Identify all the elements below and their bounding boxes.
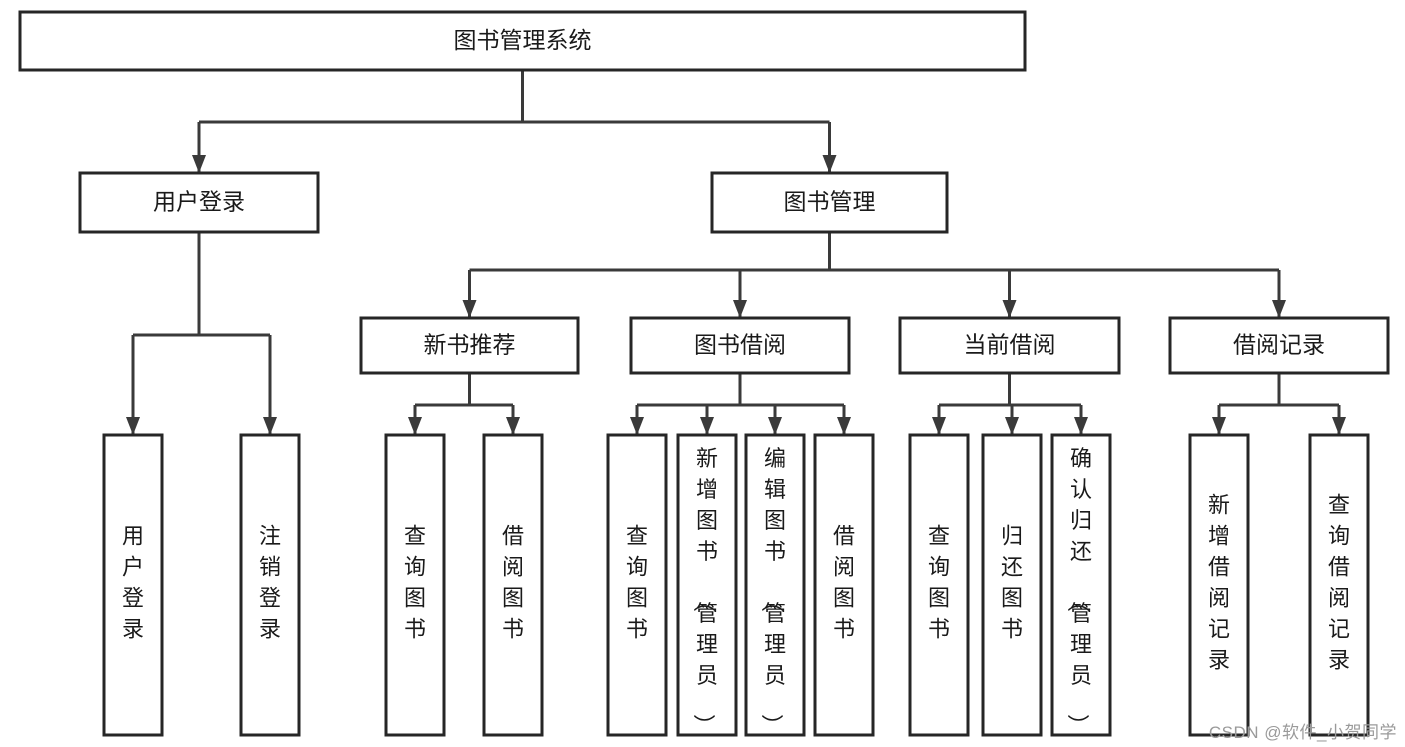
- arrow-head-icon: [822, 155, 837, 173]
- node-leaf-query-book-3[interactable]: 查询图书: [908, 433, 970, 737]
- node-box-current-borrow[interactable]: [898, 316, 1121, 375]
- arrow-head-icon: [408, 417, 422, 435]
- node-label-leaf-borrow-book-1: 借阅图书: [502, 524, 524, 642]
- node-leaf-add-record[interactable]: 新增借阅记录: [1188, 433, 1250, 737]
- arrow-head-icon: [932, 417, 946, 435]
- arrow-head-icon: [263, 417, 277, 435]
- node-box-user-login[interactable]: [78, 171, 320, 234]
- node-label-leaf-confirm-return: 确认归还（管理员）: [1065, 446, 1092, 736]
- node-leaf-user-logout[interactable]: 注销登录: [239, 433, 301, 737]
- node-leaf-borrow-book-1[interactable]: 借阅图书: [482, 433, 544, 737]
- node-layer: 图书管理系统用户登录图书管理新书推荐图书借阅当前借阅借阅记录用户登录注销登录查询…: [18, 10, 1390, 737]
- node-leaf-add-book[interactable]: 新增图书（管理员）: [676, 433, 738, 737]
- node-label-leaf-query-book-2: 查询图书: [626, 524, 648, 642]
- node-label-leaf-query-book-1: 查询图书: [404, 524, 426, 642]
- node-label-user-login: 用户登录: [153, 189, 245, 215]
- node-book-manage[interactable]: 图书管理: [710, 171, 949, 234]
- node-leaf-query-record[interactable]: 查询借阅记录: [1308, 433, 1370, 737]
- node-new-book-rec[interactable]: 新书推荐: [359, 316, 580, 375]
- node-leaf-edit-book[interactable]: 编辑图书（管理员）: [744, 433, 806, 737]
- node-box-book-borrow[interactable]: [629, 316, 851, 375]
- arrow-head-icon: [126, 417, 140, 435]
- node-box-leaf-edit-book[interactable]: [744, 433, 806, 737]
- node-borrow-record[interactable]: 借阅记录: [1168, 316, 1390, 375]
- node-label-root: 图书管理系统: [454, 27, 592, 53]
- node-box-leaf-query-record[interactable]: [1308, 433, 1370, 737]
- connector-layer: [126, 70, 1346, 435]
- arrow-head-icon: [1002, 300, 1017, 318]
- node-label-book-borrow: 图书借阅: [694, 332, 786, 358]
- node-leaf-query-book-1[interactable]: 查询图书: [384, 433, 446, 737]
- arrow-head-icon: [462, 300, 477, 318]
- node-box-leaf-borrow-book-1[interactable]: [482, 433, 544, 737]
- arrow-head-icon: [1332, 417, 1346, 435]
- arrow-head-icon: [1074, 417, 1088, 435]
- node-box-borrow-record[interactable]: [1168, 316, 1390, 375]
- node-label-leaf-edit-book: 编辑图书（管理员）: [759, 446, 786, 736]
- node-box-leaf-borrow-book-2[interactable]: [813, 433, 875, 737]
- arrow-head-icon: [1212, 417, 1226, 435]
- node-label-borrow-record: 借阅记录: [1233, 332, 1325, 358]
- node-leaf-confirm-return[interactable]: 确认归还（管理员）: [1050, 433, 1112, 737]
- node-leaf-query-book-2[interactable]: 查询图书: [606, 433, 668, 737]
- node-box-leaf-add-book[interactable]: [676, 433, 738, 737]
- node-label-leaf-query-record: 查询借阅记录: [1328, 493, 1350, 673]
- arrow-head-icon: [768, 417, 782, 435]
- arrow-head-icon: [733, 300, 747, 318]
- node-leaf-return-book[interactable]: 归还图书: [981, 433, 1043, 737]
- node-user-login[interactable]: 用户登录: [78, 171, 320, 234]
- node-box-leaf-add-record[interactable]: [1188, 433, 1250, 737]
- arrow-head-icon: [1272, 300, 1286, 318]
- node-label-leaf-user-login: 用户登录: [122, 524, 144, 642]
- node-label-leaf-user-logout: 注销登录: [259, 524, 281, 642]
- arrow-head-icon: [1005, 417, 1019, 435]
- node-current-borrow[interactable]: 当前借阅: [898, 316, 1121, 375]
- node-book-borrow[interactable]: 图书借阅: [629, 316, 851, 375]
- node-leaf-borrow-book-2[interactable]: 借阅图书: [813, 433, 875, 737]
- arrow-head-icon: [630, 417, 644, 435]
- node-box-leaf-query-book-1[interactable]: [384, 433, 446, 737]
- node-label-current-borrow: 当前借阅: [964, 332, 1056, 358]
- node-label-new-book-rec: 新书推荐: [424, 332, 516, 358]
- arrow-head-icon: [506, 417, 520, 435]
- node-box-new-book-rec[interactable]: [359, 316, 580, 375]
- arrow-head-icon: [192, 155, 206, 173]
- node-label-leaf-borrow-book-2: 借阅图书: [833, 524, 855, 642]
- arrow-head-icon: [700, 417, 714, 435]
- node-root[interactable]: 图书管理系统: [18, 10, 1027, 72]
- node-leaf-user-login[interactable]: 用户登录: [102, 433, 164, 737]
- node-box-leaf-return-book[interactable]: [981, 433, 1043, 737]
- node-label-leaf-query-book-3: 查询图书: [928, 524, 950, 642]
- node-box-leaf-confirm-return[interactable]: [1050, 433, 1112, 737]
- node-label-book-manage: 图书管理: [784, 189, 876, 215]
- node-label-leaf-add-record: 新增借阅记录: [1208, 493, 1230, 673]
- arrow-head-icon: [837, 417, 851, 435]
- node-box-leaf-query-book-2[interactable]: [606, 433, 668, 737]
- node-box-leaf-query-book-3[interactable]: [908, 433, 970, 737]
- node-label-leaf-add-book: 新增图书（管理员）: [691, 446, 718, 736]
- node-label-leaf-return-book: 归还图书: [1001, 524, 1023, 642]
- node-box-leaf-user-logout[interactable]: [239, 433, 301, 737]
- node-box-leaf-user-login[interactable]: [102, 433, 164, 737]
- node-box-book-manage[interactable]: [710, 171, 949, 234]
- node-box-root[interactable]: [18, 10, 1027, 72]
